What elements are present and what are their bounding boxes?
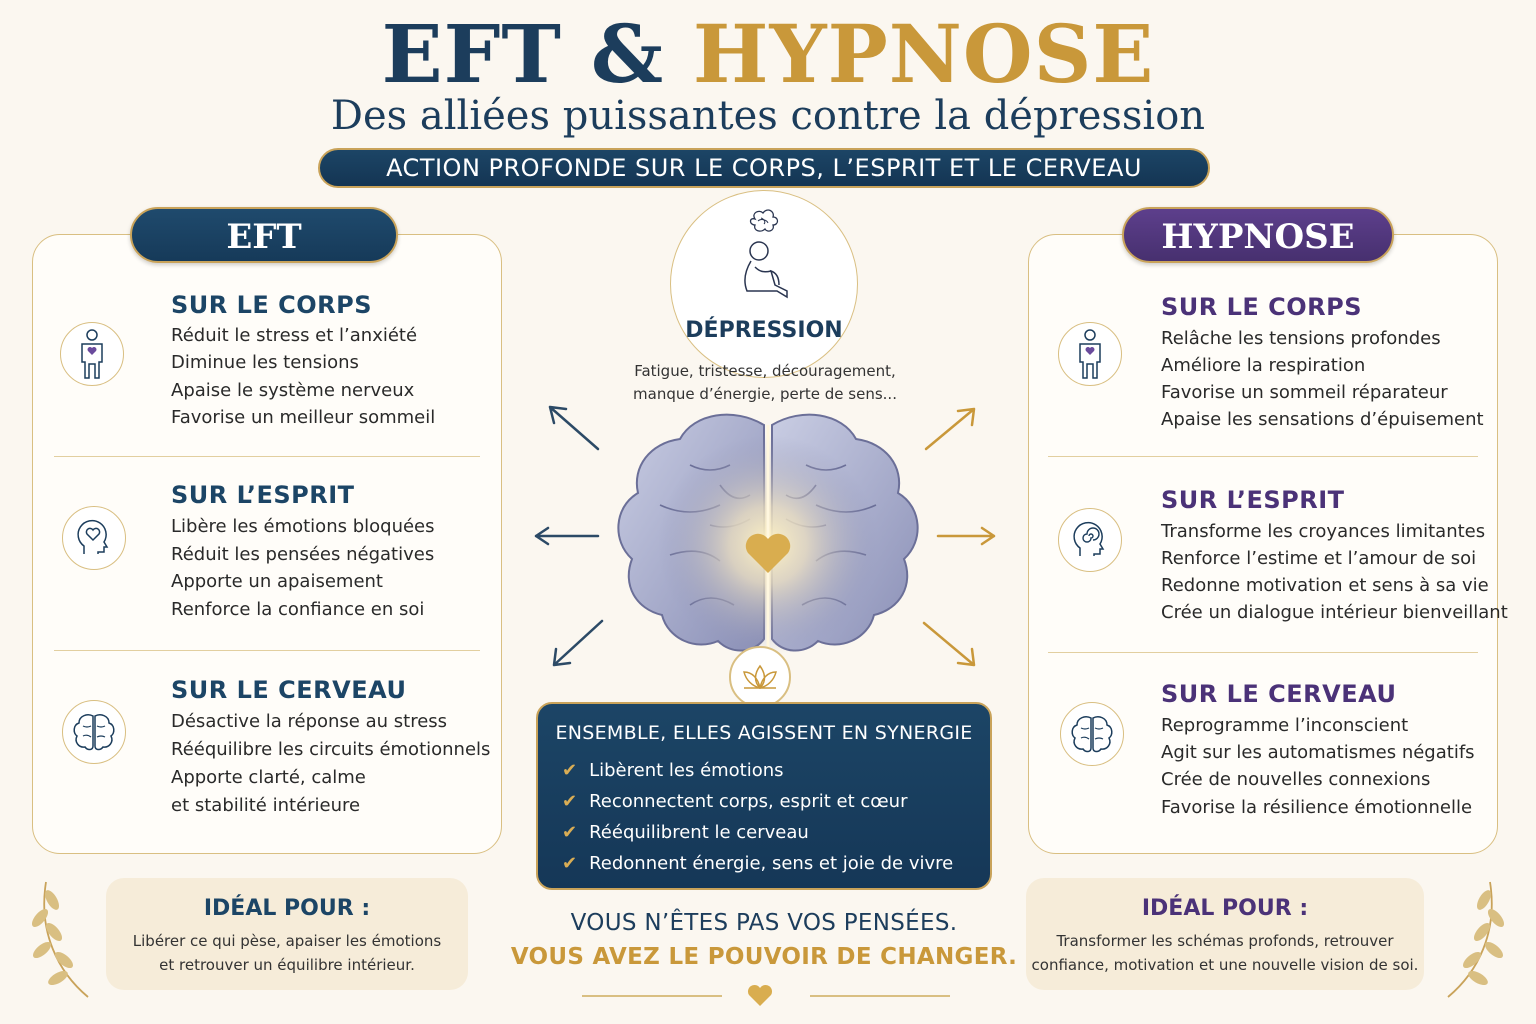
synergy-box (536, 702, 992, 890)
check-icon: ✔ (562, 853, 578, 874)
hyp-esprit-line: Renforce l’estime et l’amour de soi (1161, 548, 1477, 569)
ideal-title: IDÉAL POUR : (203, 896, 371, 921)
eft-esprit-line: Apporte un apaisement (171, 571, 383, 592)
ideal-text: Libérer ce qui pèse, apaiser les émotion… (132, 932, 442, 950)
hyp-cerveau-line: Reprogramme l’inconscient (1161, 715, 1409, 736)
synergy-item: ✔Reconnectent corps, esprit et cœur (562, 791, 908, 812)
eft-cerveau-line: Désactive la réponse au stress (171, 711, 448, 732)
ornament-line (810, 995, 950, 997)
hypnose-label: HYPNOSE (1122, 207, 1394, 263)
heart-icon (746, 984, 774, 1008)
laurel-left-icon (31, 881, 89, 998)
depression-symptoms: Fatigue, tristesse, découragement, (634, 362, 896, 380)
quote-line-1: VOUS N’ÊTES PAS VOS PENSÉES. (570, 910, 958, 936)
ideal-title: IDÉAL POUR : (1141, 896, 1309, 921)
eft-esprit-line: Renforce la confiance en soi (171, 599, 425, 620)
lotus-icon (729, 646, 791, 708)
eft-esprit-line: Réduit les pensées négatives (171, 544, 435, 565)
check-icon: ✔ (562, 791, 578, 812)
eft-cerveau-line: et stabilité intérieure (171, 795, 361, 816)
hyp-esprit-line: Transforme les croyances limitantes (1161, 521, 1486, 542)
check-icon: ✔ (562, 760, 578, 781)
divider (54, 650, 480, 651)
hyp-esprit-line: Crée un dialogue intérieur bienveillant (1161, 602, 1508, 623)
eft-corps-line: Apaise le système nerveux (171, 380, 415, 401)
brain-icon (62, 700, 126, 764)
depression-circle (670, 190, 858, 378)
ideal-text: confiance, motivation et une nouvelle vi… (1031, 956, 1419, 974)
head-spiral-icon (1058, 508, 1122, 572)
divider (1048, 652, 1478, 653)
eft-cerveau-title: SUR LE CERVEAU (171, 676, 407, 704)
check-icon: ✔ (562, 822, 578, 843)
eft-corps-line: Favorise un meilleur sommeil (171, 407, 436, 428)
eft-corps-line: Diminue les tensions (171, 352, 359, 373)
body-icon (60, 322, 124, 386)
quote-line-2: VOUS AVEZ LE POUVOIR DE CHANGER. (510, 944, 1018, 970)
head-heart-icon (62, 506, 126, 570)
laurel-right-icon (1447, 881, 1505, 998)
synergy-title: ENSEMBLE, ELLES AGISSENT EN SYNERGIE (555, 722, 973, 744)
hyp-esprit-line: Redonne motivation et sens à sa vie (1161, 575, 1489, 596)
eft-ideal-box: IDÉAL POUR : Libérer ce qui pèse, apaise… (106, 878, 468, 990)
hyp-corps-line: Relâche les tensions profondes (1161, 328, 1441, 349)
ornament-line (582, 995, 722, 997)
synergy-item: ✔Rééquilibrent le cerveau (562, 822, 809, 843)
hyp-cerveau-title: SUR LE CERVEAU (1161, 680, 1397, 708)
title-eft: EFT & (381, 7, 665, 101)
sad-person-icon (744, 209, 788, 299)
hyp-corps-line: Favorise un sommeil réparateur (1161, 382, 1448, 403)
depression-symptoms: manque d’énergie, perte de sens... (633, 385, 897, 403)
banner: ACTION PROFONDE SUR LE CORPS, L’ESPRIT E… (318, 148, 1210, 188)
title-hypnose: HYPNOSE (692, 7, 1155, 101)
eft-corps-line: Réduit le stress et l’anxiété (171, 325, 418, 346)
divider (1048, 456, 1478, 457)
divider (54, 456, 480, 457)
hyp-corps-line: Apaise les sensations d’épuisement (1161, 409, 1484, 430)
synergy-item: ✔Redonnent énergie, sens et joie de vivr… (562, 853, 954, 874)
hyp-corps-line: Améliore la respiration (1161, 355, 1366, 376)
hypnose-ideal-box: IDÉAL POUR : Transformer les schémas pro… (1026, 878, 1424, 990)
hyp-cerveau-line: Favorise la résilience émotionnelle (1161, 797, 1473, 818)
ideal-text: Transformer les schémas profonds, retrou… (1056, 932, 1394, 950)
eft-corps-title: SUR LE CORPS (171, 291, 373, 319)
hyp-cerveau-line: Agit sur les automatismes négatifs (1161, 742, 1475, 763)
depression-title: DÉPRESSION (685, 318, 843, 343)
eft-esprit-line: Libère les émotions bloquées (171, 516, 435, 537)
brain-icon (1060, 702, 1124, 766)
hyp-esprit-title: SUR L’ESPRIT (1161, 486, 1345, 514)
brain-illustration (534, 405, 996, 695)
ideal-text: et retrouver un équilibre intérieur. (159, 956, 415, 974)
hyp-corps-title: SUR LE CORPS (1161, 293, 1363, 321)
hyp-cerveau-line: Crée de nouvelles connexions (1161, 769, 1431, 790)
subtitle: Des alliées puissantes contre la dépress… (330, 93, 1206, 139)
main-title: EFT & HYPNOSE (0, 8, 1536, 100)
synergy-item: ✔Libèrent les émotions (562, 760, 784, 781)
eft-esprit-title: SUR L’ESPRIT (171, 481, 355, 509)
eft-cerveau-line: Apporte clarté, calme (171, 767, 366, 788)
body-icon (1058, 322, 1122, 386)
eft-cerveau-line: Rééquilibre les circuits émotionnels (171, 739, 491, 760)
eft-label: EFT (130, 207, 398, 263)
